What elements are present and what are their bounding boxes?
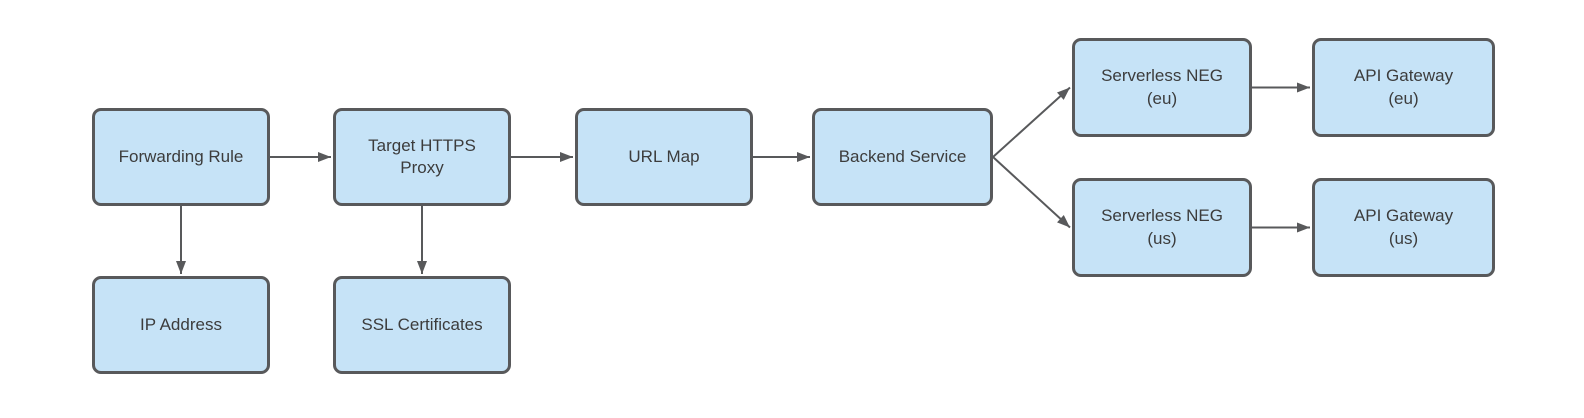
- node-label-line: IP Address: [140, 314, 222, 334]
- node-label-line: Forwarding Rule: [118, 146, 244, 166]
- node-label-line: Serverless NEG: [1101, 66, 1223, 86]
- node-serverless-neg-eu: Serverless NEG(eu): [1072, 38, 1252, 137]
- edge-backend-service-to-serverless-neg-us: [992, 156, 1071, 229]
- node-label-line: URL Map: [628, 146, 700, 166]
- node-label-line: Proxy: [400, 158, 444, 177]
- node-forwarding-rule: Forwarding Rule: [92, 108, 270, 206]
- node-label-line: (eu): [1388, 88, 1419, 108]
- node-api-gateway-eu: API Gateway(eu): [1312, 38, 1495, 137]
- edge-backend-service-to-serverless-neg-eu: [992, 86, 1071, 158]
- node-backend-service: Backend Service: [812, 108, 993, 206]
- node-label-line: Backend Service: [838, 146, 967, 166]
- node-ip-address: IP Address: [92, 276, 270, 374]
- node-api-gateway-us: API Gateway(us): [1312, 178, 1495, 277]
- node-label-line: (us): [1147, 228, 1177, 248]
- node-target-https-proxy: Target HTTPS Proxy: [333, 108, 511, 206]
- node-label-line: API Gateway: [1353, 206, 1454, 226]
- node-label-line: (eu): [1146, 88, 1178, 108]
- node-url-map: URL Map: [575, 108, 753, 206]
- node-label-line: Serverless NEG: [1101, 206, 1223, 226]
- node-serverless-neg-us: Serverless NEG(us): [1072, 178, 1252, 277]
- node-ssl-certificates: SSL Certificates: [333, 276, 511, 374]
- node-label-line: API Gateway: [1353, 66, 1454, 86]
- node-label-line: Target HTTPS: [368, 135, 476, 155]
- node-label-line: SSL Certificates: [361, 314, 483, 334]
- node-label-line: (us): [1388, 228, 1419, 248]
